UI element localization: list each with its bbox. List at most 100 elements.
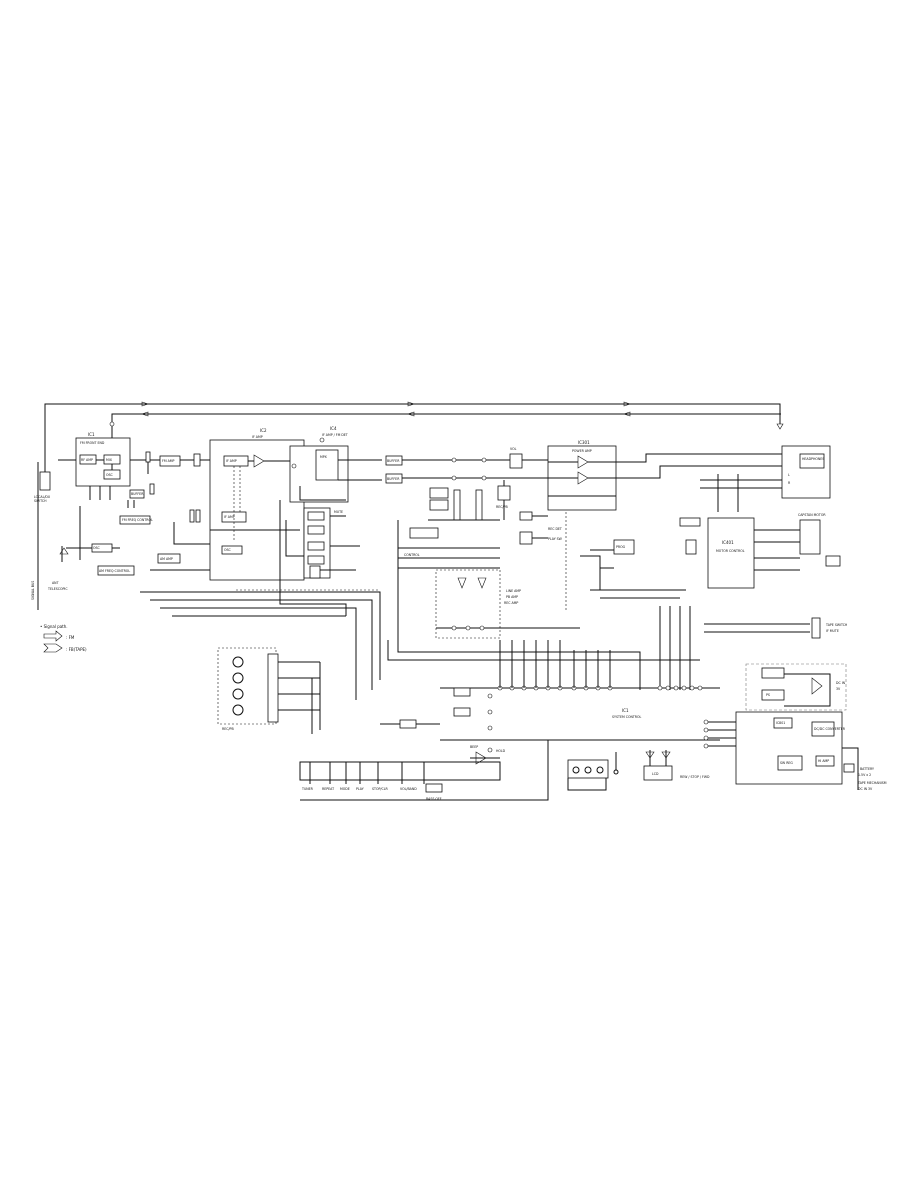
headphone-jack: HEADPHONES L R	[700, 445, 831, 512]
buffer-block: BUFFER BUFFER	[385, 455, 548, 484]
svg-text:REW / STOP / FWD: REW / STOP / FWD	[680, 775, 710, 779]
svg-text:REC/PB: REC/PB	[496, 505, 508, 509]
signal-path-legend: • Signal path. : FM : FB(TAPE)	[40, 624, 87, 653]
ic2-if-amp: IC2 IF AMP IF AMP IF AMP OSC	[209, 428, 305, 581]
dcdc-ref: IC801	[776, 721, 785, 725]
svg-text:PLAY SW: PLAY SW	[548, 537, 563, 541]
svg-text:TELESCOPIC: TELESCOPIC	[47, 587, 68, 591]
lcd-block: LCD REW / STOP / FWD	[567, 750, 710, 791]
svg-text:AM FREQ CONTROL: AM FREQ CONTROL	[99, 569, 130, 573]
svg-text:DC IN: DC IN	[836, 681, 846, 685]
tape-head-block: REC/PB	[217, 647, 321, 734]
hold-label: HOLD	[496, 749, 506, 753]
svg-text:3V: 3V	[836, 687, 841, 691]
svg-text:PB AMP: PB AMP	[506, 595, 518, 599]
volume-control: VOL REC/PB	[496, 447, 523, 520]
ic4-fm-det: IC4 IF AMP / FM DET MPX	[289, 426, 382, 503]
power-supply: PS DC IN 3V IC801 DC/DC CONVERTER SW REG…	[703, 663, 887, 791]
ic701-name: PROG	[616, 545, 626, 549]
svg-text:MODE: MODE	[340, 787, 350, 791]
dc-in-label: DC IN 3V	[858, 787, 873, 791]
osc-label: OSC	[93, 546, 101, 550]
svg-text:VOL/BAND: VOL/BAND	[400, 787, 417, 791]
buffer-hp-1: BUFFER	[387, 459, 400, 463]
top-bus	[44, 401, 784, 430]
tuning-section: BUFFER FM FREQ CONTROL OSC AM FREQ CONTR…	[47, 459, 181, 591]
beep-label: BEEP	[470, 745, 478, 749]
svg-text:REPEAT: REPEAT	[322, 787, 334, 791]
svg-text:MIX: MIX	[106, 458, 113, 462]
ic2-osc: OSC	[224, 548, 232, 552]
svg-text:SW REG: SW REG	[780, 761, 793, 765]
svg-text:R: R	[788, 481, 791, 485]
svg-text:TAPE SWITCH: TAPE SWITCH	[825, 623, 848, 627]
power-amp-name: POWER AMP	[572, 449, 592, 453]
svg-text:IF AMP: IF AMP	[224, 515, 235, 519]
legend-tape: : FB(TAPE)	[66, 647, 87, 652]
hi-amp-label: HI AMP	[818, 759, 829, 763]
rec-play-label: REC/PB	[222, 727, 234, 731]
svg-text:FM FREQ CONTROL: FM FREQ CONTROL	[122, 518, 153, 522]
svg-text:TUNER: TUNER	[301, 787, 314, 791]
key-matrix: TUNER REPEAT MODE PLAY STOP/CLR VOL/BAND…	[299, 740, 549, 801]
ic2-ref: IC2	[260, 428, 267, 433]
svg-text:AM AMP: AM AMP	[160, 557, 173, 561]
headphones-label: HEADPHONES	[802, 457, 824, 461]
svg-text:BATTERY: BATTERY	[860, 767, 874, 771]
svg-text:SIGNAL BUS: SIGNAL BUS	[31, 581, 35, 600]
svg-text:REC AMP: REC AMP	[504, 601, 518, 605]
svg-text:LINE AMP: LINE AMP	[506, 589, 521, 593]
ic2-name: IF AMP	[252, 435, 263, 439]
lcd-label: LCD	[652, 772, 659, 776]
ant-label: ANT	[52, 581, 59, 585]
svg-text:IF AMP: IF AMP	[226, 459, 237, 463]
ic4-ref: IC4	[330, 426, 337, 431]
ic1-name: FM FRONT END	[80, 441, 105, 445]
power-amp: IC301 POWER AMP	[547, 440, 782, 511]
svg-text:MPX: MPX	[320, 455, 328, 459]
capstan-motor-label: CAPSTAN MOTOR	[798, 513, 826, 517]
legend-fm: : FM	[66, 635, 75, 640]
svg-text:IF MUTE: IF MUTE	[826, 629, 839, 633]
routing-lines: TAPE SWITCH IF MUTE	[140, 589, 848, 700]
antenna-switch: LOCAL/DX SWITCH	[34, 462, 51, 503]
ceramic-filter: FM AMP	[159, 453, 210, 467]
sys-ctrl-ref: IC1	[622, 708, 629, 713]
motor-ctrl-ref: IC401	[722, 540, 734, 545]
ic1-ref: IC1	[88, 432, 95, 437]
ic4-name: IF AMP / FM DET	[322, 433, 348, 437]
tape-arrow-icon	[43, 643, 63, 653]
rec-play-switch: CONTROL	[397, 487, 500, 640]
buffer1-label: BUFFER	[131, 492, 144, 496]
svg-text:PLAY: PLAY	[356, 787, 364, 791]
svg-text:SWITCH: SWITCH	[34, 499, 47, 503]
buffer-hp-2: BUFFER	[387, 477, 400, 481]
svg-text:RF AMP: RF AMP	[81, 458, 93, 462]
ps-label: PS	[766, 693, 770, 697]
legend-title: • Signal path.	[40, 624, 68, 629]
switch-boxes: REC DET PLAY SW	[519, 511, 614, 590]
mute-label: MUTE	[334, 510, 343, 514]
svg-text:1.5V x 2: 1.5V x 2	[858, 773, 871, 777]
motor-ctrl-name: MOTOR CONTROL	[716, 549, 745, 553]
svg-text:CONTROL: CONTROL	[404, 553, 420, 557]
svg-text:TAPE MECHANISM: TAPE MECHANISM	[857, 781, 887, 785]
system-control: IC1 SYSTEM CONTROL HOLD	[380, 640, 720, 753]
svg-text:STOP/CLR: STOP/CLR	[372, 787, 388, 791]
passives-left	[127, 451, 210, 571]
svg-text:LOCAL/DX: LOCAL/DX	[34, 495, 51, 499]
svg-text:L: L	[788, 473, 790, 477]
mute-switch-block: MUTE	[303, 507, 360, 579]
dcdc-name: DC/DC CONVERTER	[814, 727, 846, 731]
if-routing	[236, 460, 380, 616]
power-amp-ref: IC301	[578, 440, 590, 445]
svg-text:BASS OFF: BASS OFF	[426, 797, 442, 801]
ic1-front-end: IC1 FM FRONT END RF AMP MIX OSC	[75, 421, 160, 487]
motor-control: MOTOR CONTROL IC401 CAPSTAN MOTOR	[679, 513, 841, 589]
svg-text:OSC: OSC	[106, 473, 114, 477]
ic701: PROG	[590, 539, 635, 555]
af-amp-block: LINE AMP PB AMP REC AMP	[435, 569, 580, 639]
fm-arrow-icon	[43, 630, 63, 642]
vol-label: VOL	[510, 447, 517, 451]
svg-text:FM AMP: FM AMP	[162, 459, 175, 463]
